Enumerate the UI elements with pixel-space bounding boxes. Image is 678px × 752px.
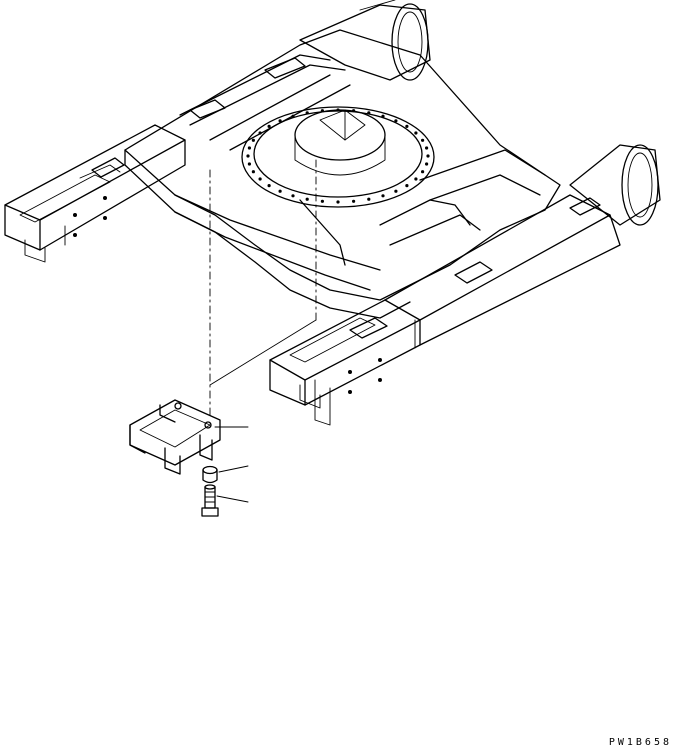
bolt-hole — [251, 138, 255, 142]
bolt-hole — [425, 162, 429, 166]
bolt-hole — [305, 197, 309, 201]
bolt-hole — [425, 146, 429, 150]
undercover-bracket — [129, 399, 221, 475]
bolt-hole — [421, 138, 425, 142]
bolt-hole — [251, 170, 255, 174]
bolt-hole — [405, 124, 409, 128]
bolt-hole — [291, 194, 295, 198]
bolt-hole — [246, 154, 250, 158]
leader-mounting-bolt — [216, 495, 249, 503]
bolt-hole — [352, 109, 356, 113]
track-frame — [4, 0, 661, 426]
bolt-hole — [267, 184, 271, 188]
bolt-hole — [278, 189, 282, 193]
bolt-hole — [291, 114, 295, 118]
bolt-hole — [320, 199, 324, 203]
bolt-hole — [414, 177, 418, 181]
bolt-hole — [394, 189, 398, 193]
bolt-hole — [381, 114, 385, 118]
mounting-bolt — [201, 484, 219, 517]
bolt-hole — [405, 184, 409, 188]
bolt-hole — [247, 146, 251, 150]
bolt-hole — [247, 162, 251, 166]
bolt-hole — [352, 199, 356, 203]
bolt-hole — [305, 111, 309, 115]
figure-code: PW1B658 — [608, 737, 672, 748]
bolt-hole — [278, 119, 282, 123]
bolt-hole — [267, 124, 271, 128]
bolt-hole — [258, 131, 262, 135]
leader-spacer-collar — [218, 465, 249, 473]
spacer-collar — [202, 465, 218, 484]
bolt-hole — [367, 197, 371, 201]
bolt-hole — [320, 109, 324, 113]
bolt-hole — [336, 108, 340, 112]
bolt-hole — [336, 200, 340, 204]
bolt-hole — [426, 154, 430, 158]
bolt-hole — [394, 119, 398, 123]
swing-circle-bolt-holes — [246, 108, 430, 204]
bolt-hole — [258, 177, 262, 181]
bolt-hole — [421, 170, 425, 174]
bolt-hole — [367, 111, 371, 115]
bolt-hole — [414, 131, 418, 135]
bolt-hole — [381, 194, 385, 198]
